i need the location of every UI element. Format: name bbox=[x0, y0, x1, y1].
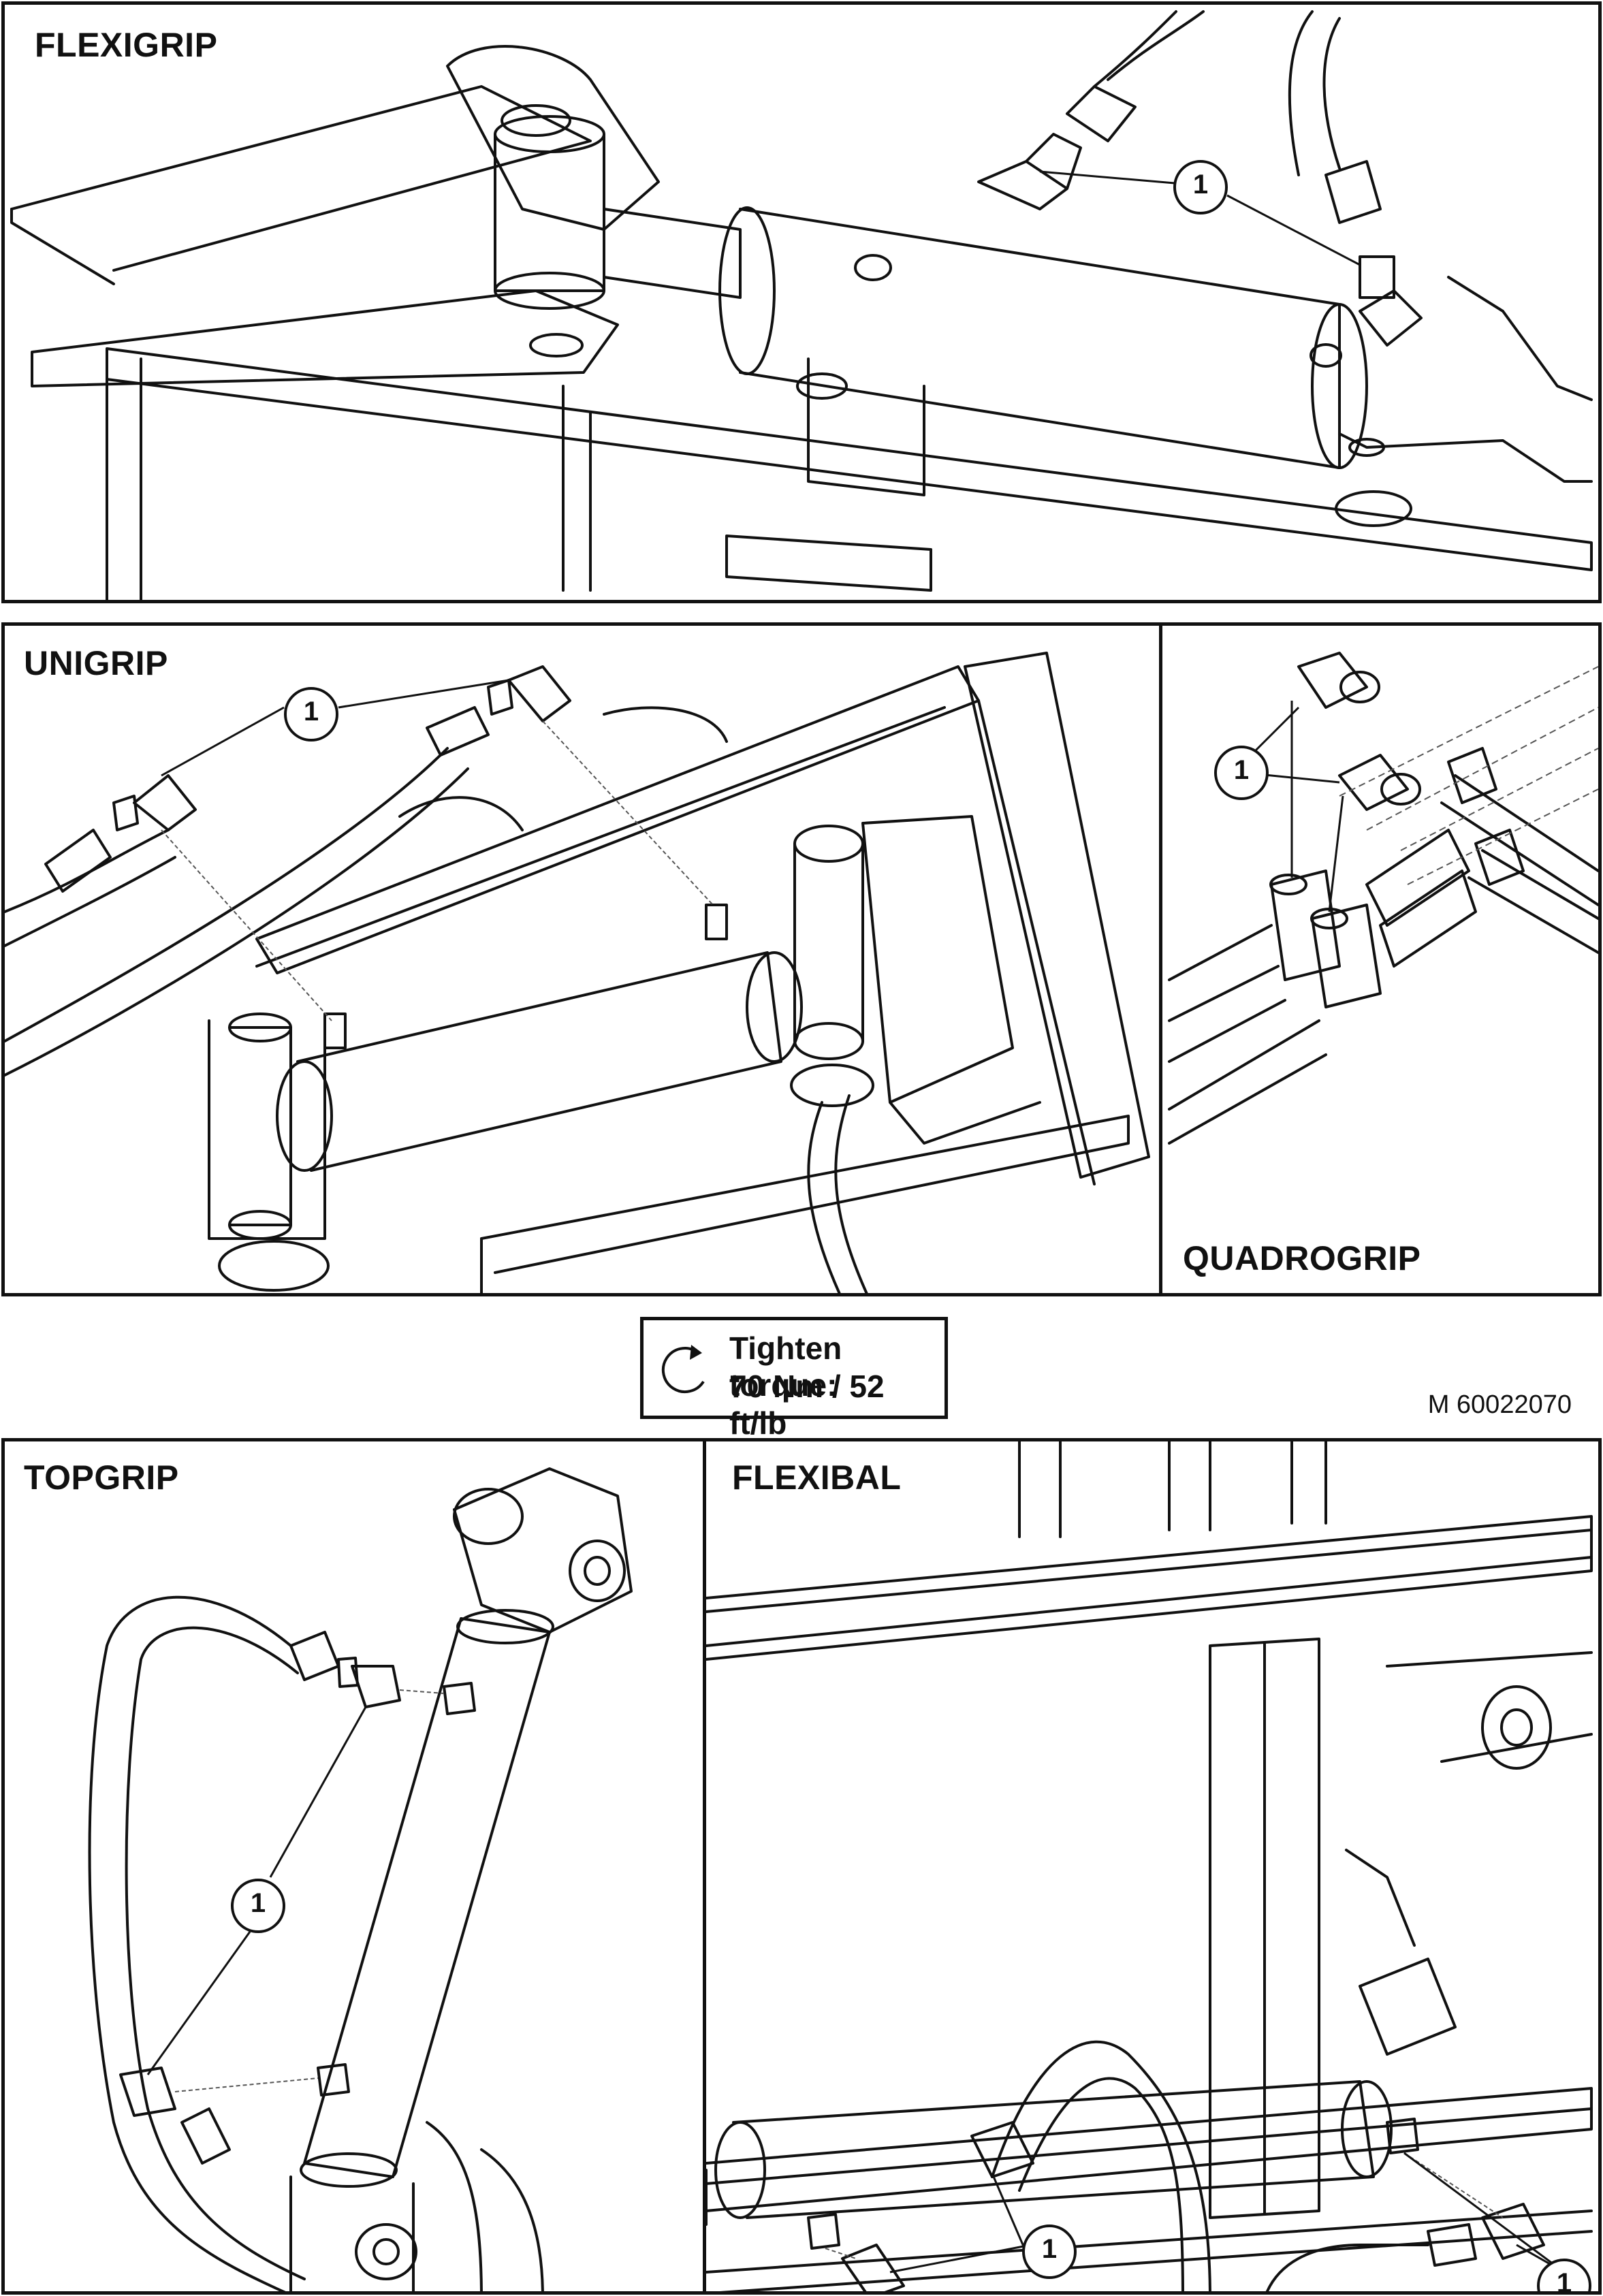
elbow-fitting bbox=[1481, 2203, 1545, 2260]
elbow-fitting bbox=[351, 1665, 401, 1708]
hose-nut bbox=[970, 2121, 1034, 2178]
port bbox=[1310, 343, 1342, 368]
hose bbox=[1454, 774, 1598, 872]
panel-flexibal: FLEXIBAL bbox=[703, 1438, 1602, 2295]
port bbox=[1386, 2118, 1419, 2154]
torque-line-1: Tighten torque: bbox=[729, 1330, 842, 1403]
panel-title: FLEXIBAL bbox=[732, 1458, 902, 1497]
callout-label: 1 bbox=[1233, 755, 1250, 785]
elbow-fitting bbox=[507, 665, 571, 722]
elbow-fitting bbox=[977, 160, 1068, 210]
hose bbox=[991, 2040, 1211, 2291]
hose bbox=[1107, 10, 1205, 81]
callout-label: 1 bbox=[1041, 2234, 1058, 2264]
manifold-block bbox=[1270, 870, 1341, 981]
panel-title: FLEXIGRIP bbox=[35, 26, 218, 64]
piston-rod bbox=[603, 208, 742, 299]
port bbox=[807, 2213, 840, 2250]
port bbox=[443, 1682, 476, 1715]
callout-1 bbox=[1537, 2259, 1591, 2291]
elbow-fitting bbox=[1297, 652, 1368, 709]
cylinder-body bbox=[739, 208, 1341, 469]
hose-nut bbox=[1447, 747, 1497, 804]
hose bbox=[1168, 924, 1273, 981]
frame-rail bbox=[706, 1515, 1593, 1661]
panel-flexigrip: FLEXIGRIP bbox=[1, 1, 1602, 603]
panel-title: UNIGRIP bbox=[24, 644, 168, 682]
hose bbox=[5, 747, 449, 1042]
panel-unigrip: UNIGRIP bbox=[1, 622, 1163, 1296]
flexigrip-drawing bbox=[10, 10, 1593, 600]
hose-nut bbox=[1066, 85, 1137, 142]
hose-nut bbox=[426, 706, 490, 756]
topgrip-drawing bbox=[88, 1467, 633, 2291]
panel-title: TOPGRIP bbox=[24, 1458, 179, 1497]
callout-1 bbox=[231, 1879, 285, 1933]
hose-nut bbox=[180, 2107, 231, 2165]
rotate-clockwise-icon bbox=[661, 1345, 705, 1394]
clevis bbox=[453, 1467, 633, 1633]
callout-label: 1 bbox=[250, 1888, 266, 1918]
elbow-fitting bbox=[1338, 754, 1409, 811]
torque-box: Tighten torque: 70 Nm / 52 ft/lb bbox=[640, 1317, 948, 1441]
hose-nut bbox=[44, 829, 112, 893]
hose-nut bbox=[1324, 160, 1382, 224]
mount-plate bbox=[446, 45, 660, 231]
frame-rail bbox=[106, 347, 1593, 571]
port bbox=[317, 2063, 350, 2096]
panel-title: QUADROGRIP bbox=[1183, 1239, 1421, 1277]
cylinder-body bbox=[296, 951, 782, 1172]
unigrip-drawing bbox=[5, 652, 1150, 1293]
elbow-fitting bbox=[119, 2067, 176, 2117]
port bbox=[854, 254, 892, 281]
callout-label: 1 bbox=[1556, 2268, 1572, 2295]
callout-label: 1 bbox=[303, 697, 319, 727]
hose-nut bbox=[1474, 829, 1525, 886]
flexibal-drawing bbox=[706, 1441, 1593, 2291]
hose bbox=[88, 1595, 292, 2291]
callout-label: 1 bbox=[1192, 170, 1209, 200]
mount-box bbox=[861, 815, 1014, 1104]
document-id: M 60022070 bbox=[1427, 1390, 1572, 1419]
frame-post bbox=[1209, 1638, 1320, 2219]
elbow-fitting bbox=[133, 774, 197, 831]
quadrogrip-drawing bbox=[1168, 652, 1598, 1145]
torque-line-2: 70 Nm / 52 ft/lb bbox=[729, 1369, 885, 1441]
panel-quadrogrip: QUADROGRIP bbox=[1159, 622, 1602, 1296]
hose bbox=[1288, 10, 1314, 176]
port bbox=[323, 1013, 347, 1049]
callout-1 bbox=[1173, 160, 1228, 214]
callout-1 bbox=[284, 687, 338, 742]
elbow-fitting bbox=[841, 2244, 905, 2291]
hose-nut bbox=[1427, 2223, 1477, 2267]
frame-plate bbox=[964, 652, 1150, 1179]
callout-1 bbox=[1022, 2225, 1077, 2279]
panel-topgrip: TOPGRIP bbox=[1, 1438, 710, 2295]
callout-1 bbox=[1214, 746, 1269, 800]
hose bbox=[5, 829, 170, 913]
port bbox=[705, 904, 728, 940]
frame-beam bbox=[10, 85, 592, 272]
